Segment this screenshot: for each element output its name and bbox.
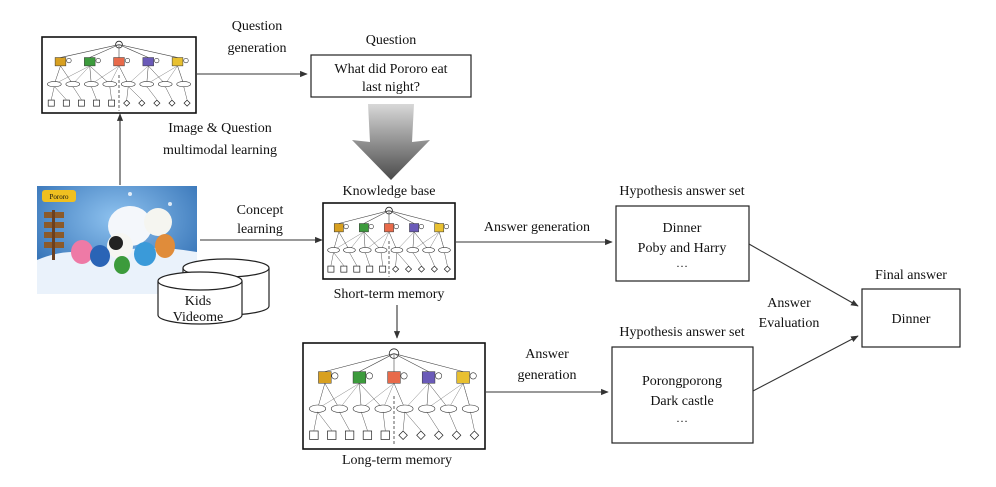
answer-generation-bottom-label-1: Answer xyxy=(525,347,569,362)
final-answer-value: Dinner xyxy=(892,312,931,327)
question-text-line-2: last night? xyxy=(362,80,420,95)
big-down-arrow-icon xyxy=(352,104,430,180)
image-question-label-1: Image & Question xyxy=(168,121,271,136)
hypothesis-bottom-item-1: Porongporong xyxy=(642,374,722,389)
hypothesis-bottom-item-3: … xyxy=(676,411,688,425)
concept-learning-label-2: learning xyxy=(237,222,283,237)
question-box xyxy=(310,54,472,98)
hypothesis-top-item-2: Poby and Harry xyxy=(638,241,727,256)
answer-evaluation-label-2: Evaluation xyxy=(759,316,820,331)
short-term-memory-graph xyxy=(322,202,456,280)
evaluation-arrow-top xyxy=(748,243,859,307)
evaluation-arrow-bottom xyxy=(752,335,859,392)
final-answer-box xyxy=(861,288,961,348)
image-question-label-2: multimodal learning xyxy=(163,143,277,158)
final-answer-header: Final answer xyxy=(875,268,947,283)
hypernetwork-graph-icon xyxy=(41,36,197,114)
question-header: Question xyxy=(366,33,417,48)
answer-evaluation-label-1: Answer xyxy=(767,296,811,311)
answer-generation-top-label: Answer generation xyxy=(484,220,590,235)
question-generation-label-2: generation xyxy=(227,41,286,56)
database-cylinder-icon xyxy=(157,258,270,325)
long-term-memory-graph xyxy=(302,342,486,450)
short-term-memory-label: Short-term memory xyxy=(334,287,445,302)
hypothesis-bottom-box xyxy=(611,346,754,444)
concept-learning-label-1: Concept xyxy=(237,203,284,218)
knowledge-base-label: Knowledge base xyxy=(343,184,436,199)
hypothesis-top-header: Hypothesis answer set xyxy=(619,184,744,199)
question-generation-label-1: Question xyxy=(232,19,283,34)
kids-videome-label-2: Videome xyxy=(173,310,223,325)
hypothesis-top-item-3: … xyxy=(676,256,688,270)
hypothesis-bottom-item-2: Dark castle xyxy=(650,394,713,409)
long-term-memory-label: Long-term memory xyxy=(342,453,452,468)
hypothesis-bottom-header: Hypothesis answer set xyxy=(619,325,744,340)
hypothesis-top-box xyxy=(615,205,750,282)
hypothesis-top-item-1: Dinner xyxy=(663,221,702,236)
question-text-line-1: What did Pororo eat xyxy=(334,62,447,77)
answer-generation-bottom-label-2: generation xyxy=(517,368,576,383)
poster-logo: Pororo xyxy=(49,193,69,201)
kids-videome-label-1: Kids xyxy=(185,294,211,309)
